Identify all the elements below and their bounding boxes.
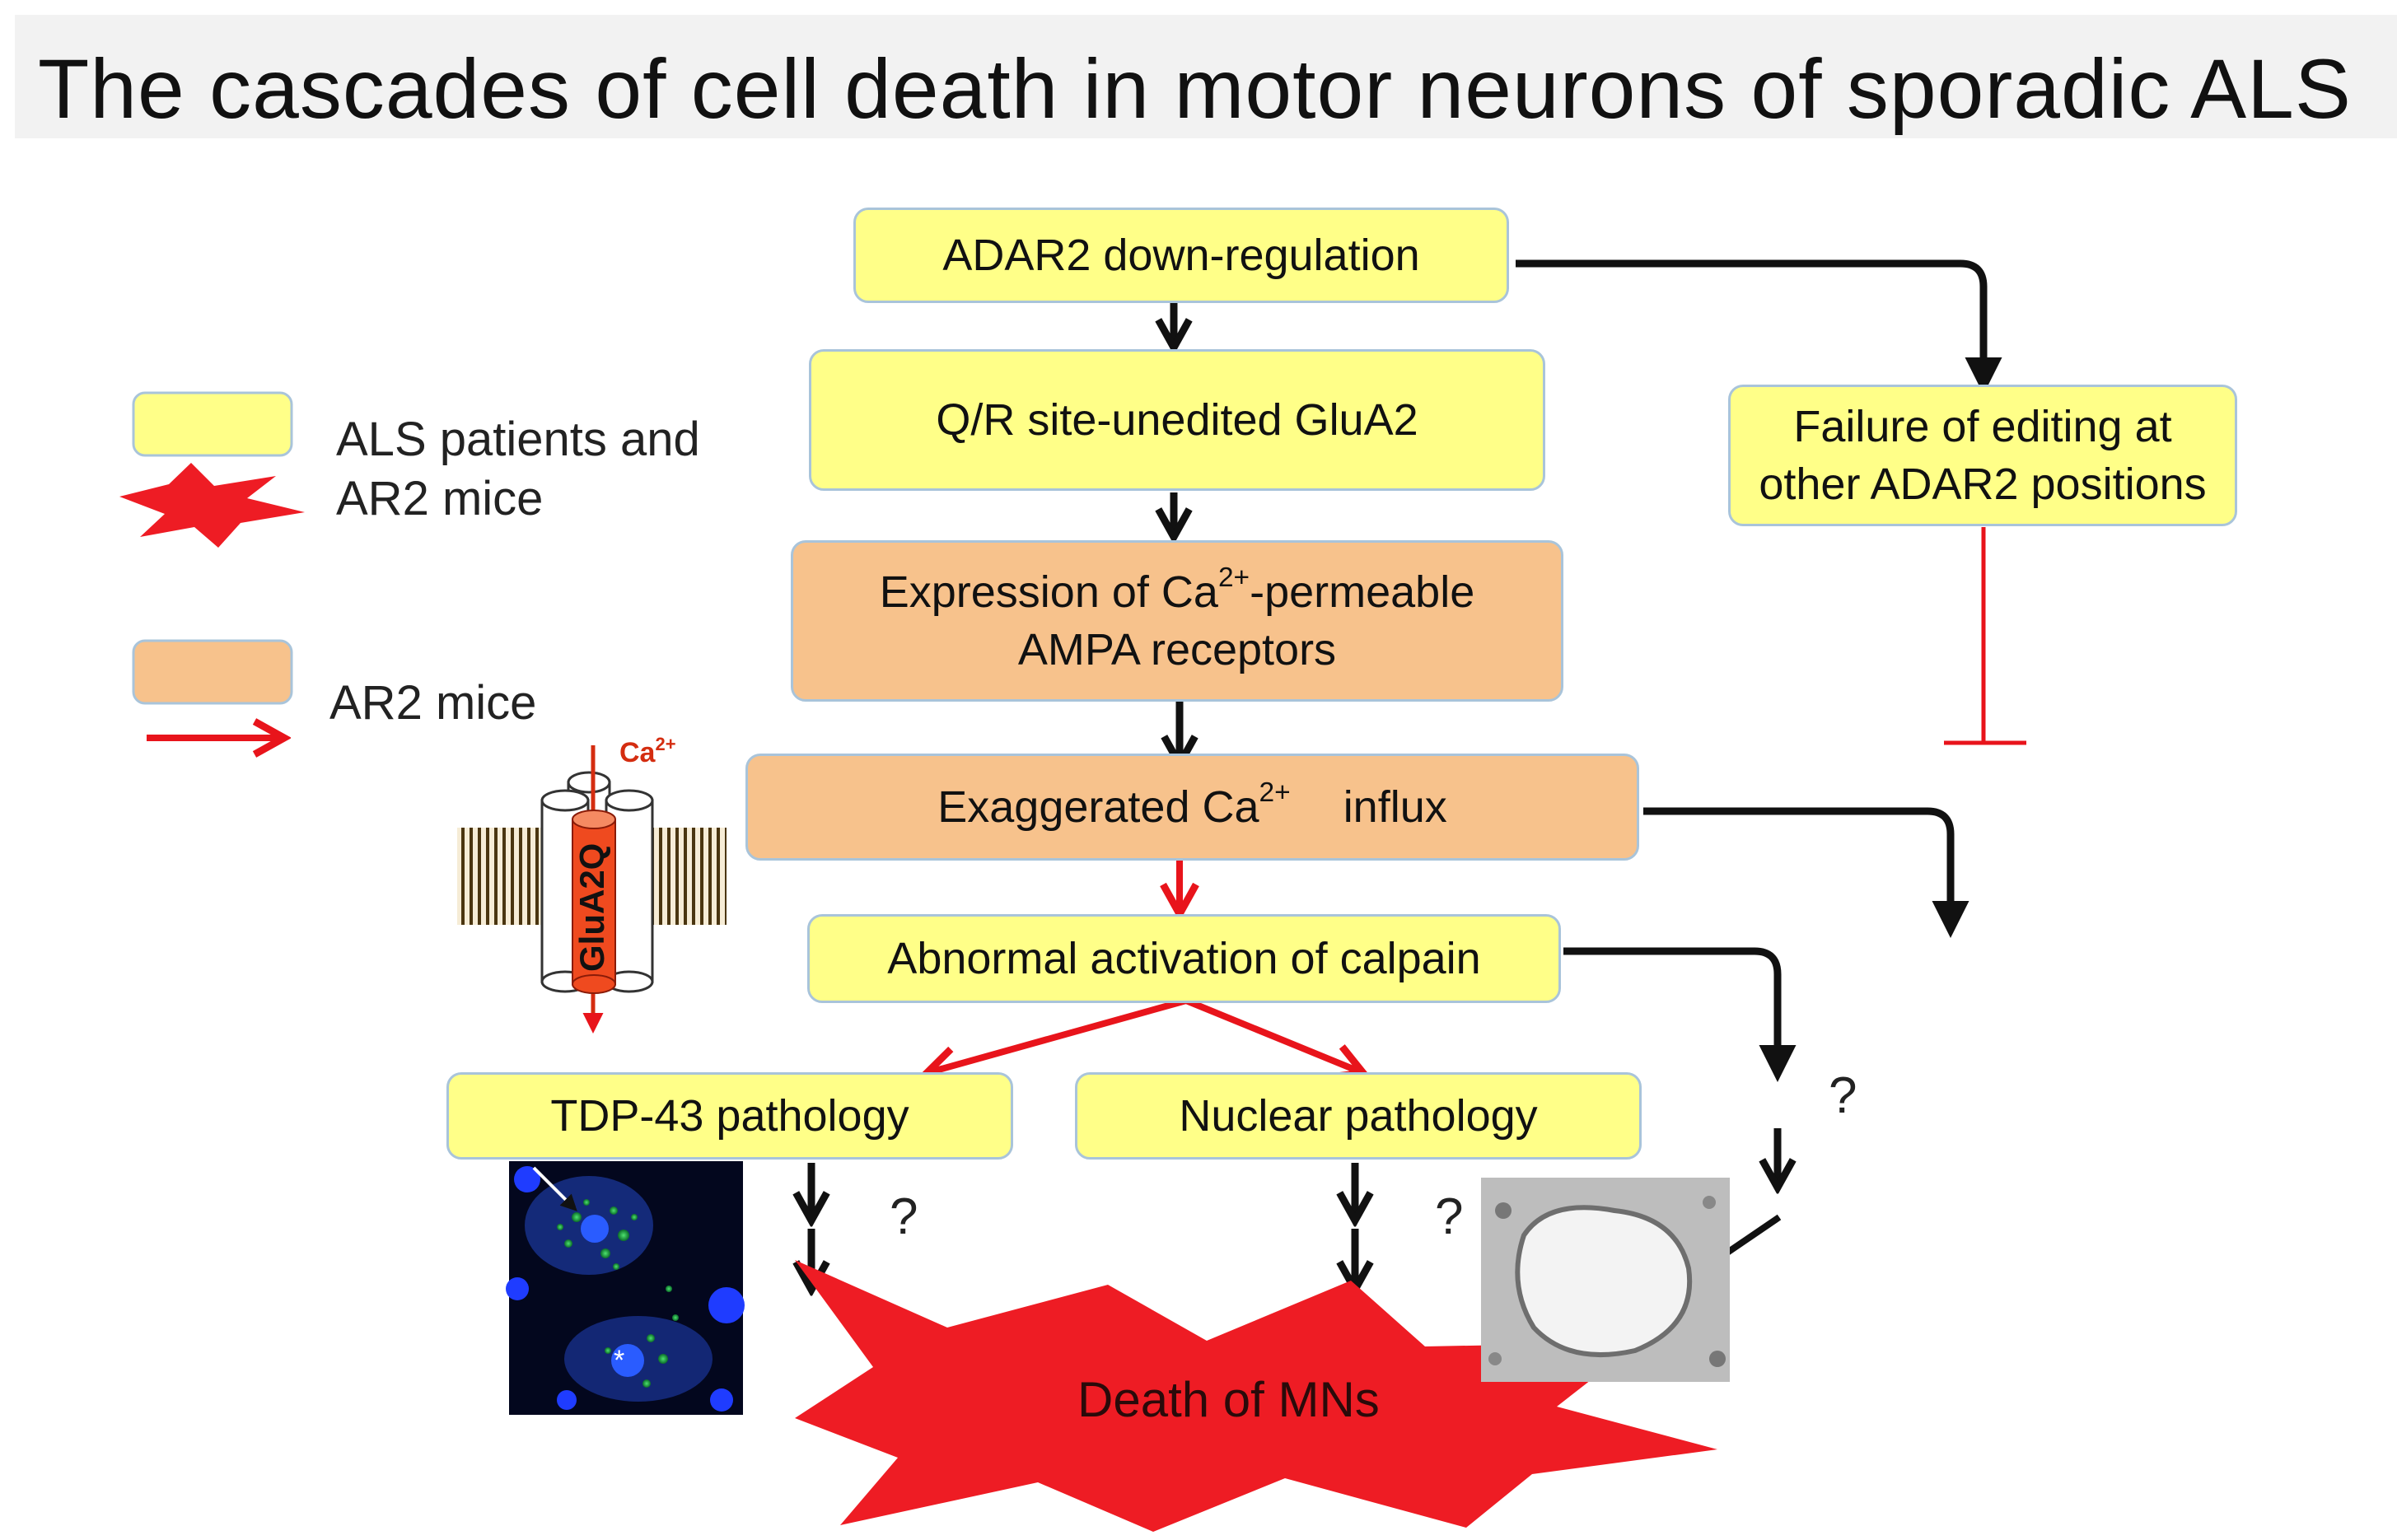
svg-text:*: * [614,1345,624,1376]
box-qr-site-unedited: Q/R site-unedited GluA2 [809,349,1545,491]
box-calpain-label: Abnormal activation of calpain [887,933,1481,983]
box-expression-text: Expression of Ca2+-permeable AMPA recept… [879,562,1475,674]
box-adar2-label: ADAR2 down-regulation [942,230,1420,280]
arrow-calpain-to-tdp43 [927,997,1188,1073]
membrane-left [457,828,548,925]
glua2q-label: GluA2Q [572,843,611,972]
box-tdp43-label: TDP-43 pathology [550,1090,909,1141]
membrane-right [651,828,727,925]
box-failure-editing: Failure of editing at other ADAR2 positi… [1728,385,2237,526]
death-label: Death of MNs [1077,1372,1380,1427]
tdp43-microscopy-image: * [506,1161,745,1415]
box-adar2-downregulation: ADAR2 down-regulation [853,208,1509,303]
box-failure-text: Failure of editing at other ADAR2 positi… [1759,401,2207,509]
em-micrograph-image [1481,1178,1730,1382]
legend-als-line1: ALS patients and [336,413,700,466]
question-mark-right: ? [1829,1067,1857,1124]
legend-ar2: AR2 mice [329,676,537,730]
arrow-calpain-right [1563,947,1797,1082]
box-exaggerated-influx: Exaggerated Ca2+influx [745,754,1639,861]
arrow-calpain-to-nuclear [1184,997,1363,1073]
box-qr-label: Q/R site-unedited GluA2 [936,394,1418,445]
channel-illustration: GluA2Q Ca2+ [457,734,727,1034]
death-star [795,1260,1717,1532]
arrow-adar2-to-failure [1516,259,2002,394]
box-influx-text: Exaggerated Ca2+influx [937,777,1447,832]
legend-red-star [119,463,305,548]
arrow-influx-right [1643,807,1969,938]
ca-ion-label: Ca2+ [619,734,676,768]
question-mark-tdp43: ? [890,1188,918,1245]
legend-yellow-swatch [132,391,293,457]
box-tdp43-pathology: TDP-43 pathology [446,1072,1013,1160]
page-title: The cascades of cell death in motor neur… [38,42,2352,136]
box-nuclear-label: Nuclear pathology [1179,1090,1538,1141]
flow-arrows [811,259,2026,1341]
box-calpain-activation: Abnormal activation of calpain [807,914,1561,1003]
question-mark-nuclear: ? [1435,1188,1464,1245]
title-bar: The cascades of cell death in motor neur… [15,15,2397,138]
box-expression-ampa: Expression of Ca2+-permeable AMPA recept… [791,540,1563,702]
legend-orange-swatch [132,639,293,705]
legend-als-line2: AR2 mice [336,472,544,525]
box-nuclear-pathology: Nuclear pathology [1075,1072,1642,1160]
